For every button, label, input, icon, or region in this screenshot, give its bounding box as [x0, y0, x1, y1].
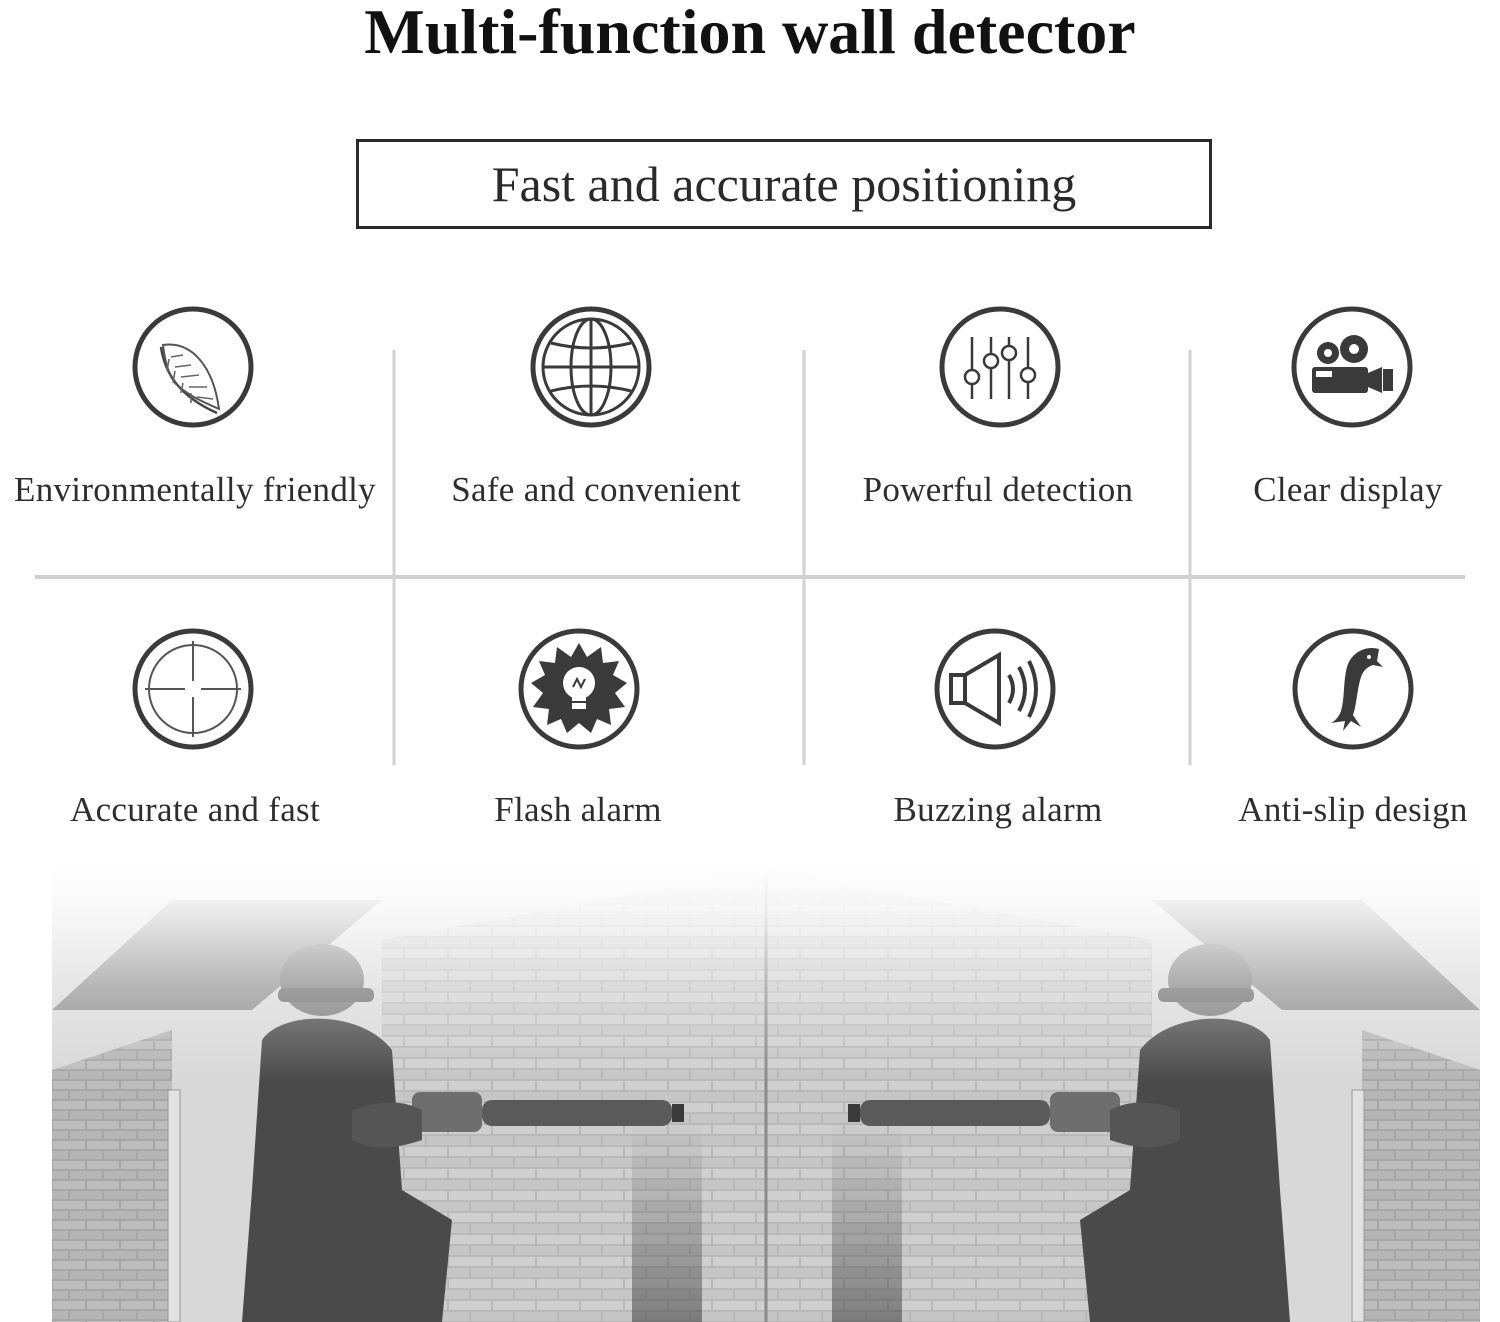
feature-label: Clear display [1253, 470, 1443, 509]
sliders-icon [938, 305, 1062, 429]
subtitle-text: Fast and accurate positioning [491, 156, 1077, 212]
crosshair-icon [131, 627, 255, 751]
speaker-icon [933, 627, 1057, 751]
feature-label: Anti-slip design [1238, 790, 1468, 829]
feature-label: Flash alarm [494, 790, 662, 829]
lightbulb-burst-icon [517, 627, 641, 751]
page-title: Multi-function wall detector [364, 0, 1136, 67]
feature-label: Powerful detection [862, 470, 1134, 509]
feature-grid-lines [35, 350, 1465, 765]
video-camera-icon [1290, 305, 1414, 429]
dolphin-icon [1291, 627, 1415, 751]
feature-label: Accurate and fast [70, 790, 320, 829]
leaf-icon [131, 305, 255, 429]
feature-label: Environmentally friendly [14, 470, 376, 509]
feature-label: Buzzing alarm [893, 790, 1103, 829]
feature-label: Safe and convenient [451, 470, 741, 509]
globe-icon [529, 305, 653, 429]
worker-brick-wall-photo [52, 860, 1480, 1322]
subtitle-box: Fast and accurate positioning [356, 139, 1212, 229]
